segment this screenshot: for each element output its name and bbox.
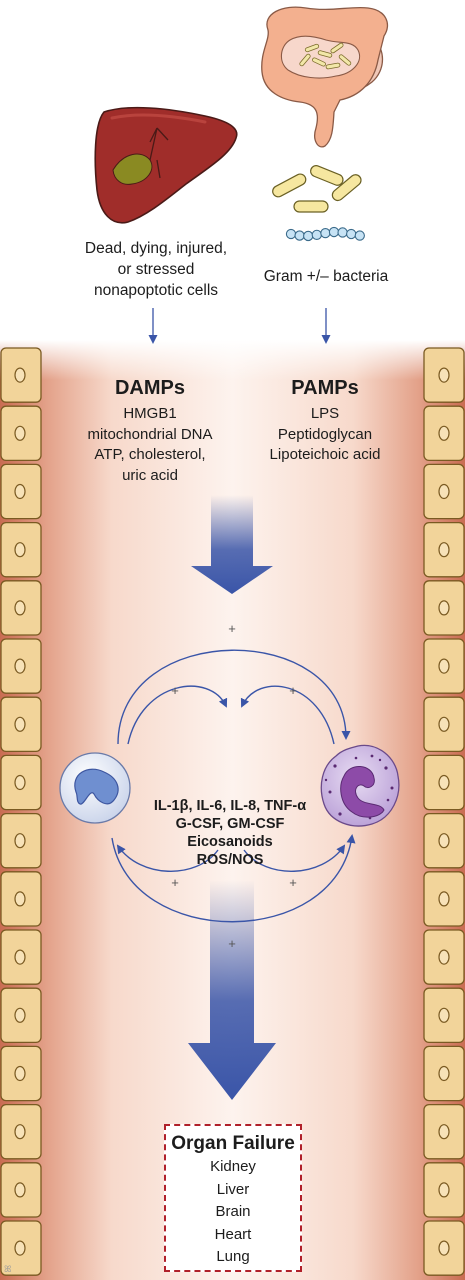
endothelial-cell <box>0 638 42 694</box>
pamps-item-3: Lipoteichoic acid <box>269 446 381 463</box>
damps-block: DAMPs HMGB1 mitochondrial DNA ATP, chole… <box>60 376 240 486</box>
mediator-eicosanoids: Eicosanoids <box>187 834 273 850</box>
corner-mark: ꕤ <box>4 1265 12 1275</box>
endothelial-cell <box>0 987 42 1044</box>
liver-icon <box>94 106 238 224</box>
plus-sign-lower-right: + <box>289 875 297 890</box>
endothelial-cell <box>0 1103 42 1160</box>
endothelial-cell <box>423 1103 465 1160</box>
organ-heart: Heart <box>214 1225 252 1243</box>
organ-lung: Lung <box>216 1248 250 1265</box>
endothelial-cell <box>423 987 465 1044</box>
endothelial-cell <box>423 347 465 403</box>
coccus <box>311 229 322 241</box>
amplification-loops <box>111 649 356 923</box>
pamps-title: PAMPs <box>291 377 359 399</box>
organ-failure-title: Organ Failure <box>171 1133 295 1154</box>
intestine-icon <box>261 6 389 148</box>
damps-item-3: ATP, cholesterol, <box>94 446 206 463</box>
coccus <box>320 227 331 239</box>
endothelial-cell <box>423 1162 465 1218</box>
endothelial-cell <box>423 638 465 694</box>
damps-item-1: HMGB1 <box>123 405 177 422</box>
damage-source-line-3: nonapoptotic cells <box>93 282 219 299</box>
pamps-item-1: LPS <box>310 405 340 422</box>
right-vessel-wall <box>423 347 465 1276</box>
coccus <box>354 230 365 241</box>
organ-kidney: Kidney <box>210 1158 256 1175</box>
endothelial-cell <box>423 696 465 753</box>
endothelial-cell <box>0 405 42 462</box>
pamps-item-2: Peptidoglycan <box>277 425 373 443</box>
big-arrow-lower <box>188 880 276 1100</box>
endothelial-cell <box>0 463 42 520</box>
endothelial-cell <box>423 463 465 520</box>
damage-source-line-1: Dead, dying, injured, <box>84 240 228 257</box>
plus-sign-upper-right: + <box>289 683 297 698</box>
mediator-csf: G-CSF, GM-CSF <box>175 816 285 832</box>
endothelial-cell <box>423 812 465 869</box>
endothelial-cell <box>0 1162 42 1218</box>
mediators-block: IL-1β, IL-6, IL-8, TNF-α G-CSF, GM-CSF E… <box>130 797 330 869</box>
endothelial-cell <box>423 754 465 811</box>
plus-sign-lower-left: + <box>171 875 179 890</box>
plus-sign-upper-left: + <box>171 683 179 698</box>
endothelial-cell <box>423 1220 465 1276</box>
coccus <box>337 227 348 238</box>
coccus <box>328 226 340 238</box>
endothelial-cell <box>0 871 42 927</box>
coccus <box>346 228 357 240</box>
mediator-cytokines: IL-1β, IL-6, IL-8, TNF-α <box>153 798 307 814</box>
endothelial-cell <box>0 347 42 403</box>
damps-item-4: uric acid <box>122 466 178 484</box>
neutrophil-icon <box>320 744 400 827</box>
pamps-block: PAMPs LPS Peptidoglycan Lipoteichoic aci… <box>240 376 410 466</box>
endothelial-cell <box>0 812 42 869</box>
endothelial-cell <box>0 929 42 985</box>
bacteria-rods-icon <box>272 165 362 213</box>
coccus <box>294 230 305 241</box>
endothelial-cell <box>423 1045 465 1102</box>
damage-source-label: Dead, dying, injured, or stressed nonapo… <box>42 238 270 301</box>
endothelial-cell <box>423 521 465 578</box>
endothelial-cell <box>423 580 465 636</box>
plus-sign-top: + <box>228 621 236 636</box>
endothelial-cell <box>0 1045 42 1102</box>
endothelial-cell <box>423 405 465 462</box>
endothelial-cell <box>0 696 42 753</box>
endothelial-cell <box>0 754 42 811</box>
left-vessel-wall <box>0 347 42 1276</box>
macrophage-icon <box>59 752 131 824</box>
vessel-top-fade <box>0 340 465 380</box>
plus-sign-bottom: + <box>228 936 236 951</box>
damage-source-line-2: or stressed <box>117 261 195 278</box>
endothelial-cell <box>0 580 42 636</box>
damps-title: DAMPs <box>114 377 185 399</box>
mediator-ros-nos: ROS/NOS <box>196 852 264 868</box>
endothelial-cell <box>423 929 465 985</box>
coccus <box>303 230 314 242</box>
endothelial-cell <box>0 1220 42 1276</box>
organ-failure-box: Organ Failure Kidney Liver Brain Heart L… <box>164 1124 302 1272</box>
bacteria-cocci-chain-icon <box>285 226 365 242</box>
organ-liver: Liver <box>216 1180 250 1198</box>
coccus <box>285 228 297 240</box>
damps-item-2: mitochondrial DNA <box>87 425 213 443</box>
endothelial-cell <box>0 521 42 578</box>
endothelial-cell <box>423 871 465 927</box>
big-arrow-upper <box>191 495 273 594</box>
bacteria-source-label: Gram +/– bacteria <box>263 268 389 285</box>
organ-brain: Brain <box>215 1203 251 1220</box>
